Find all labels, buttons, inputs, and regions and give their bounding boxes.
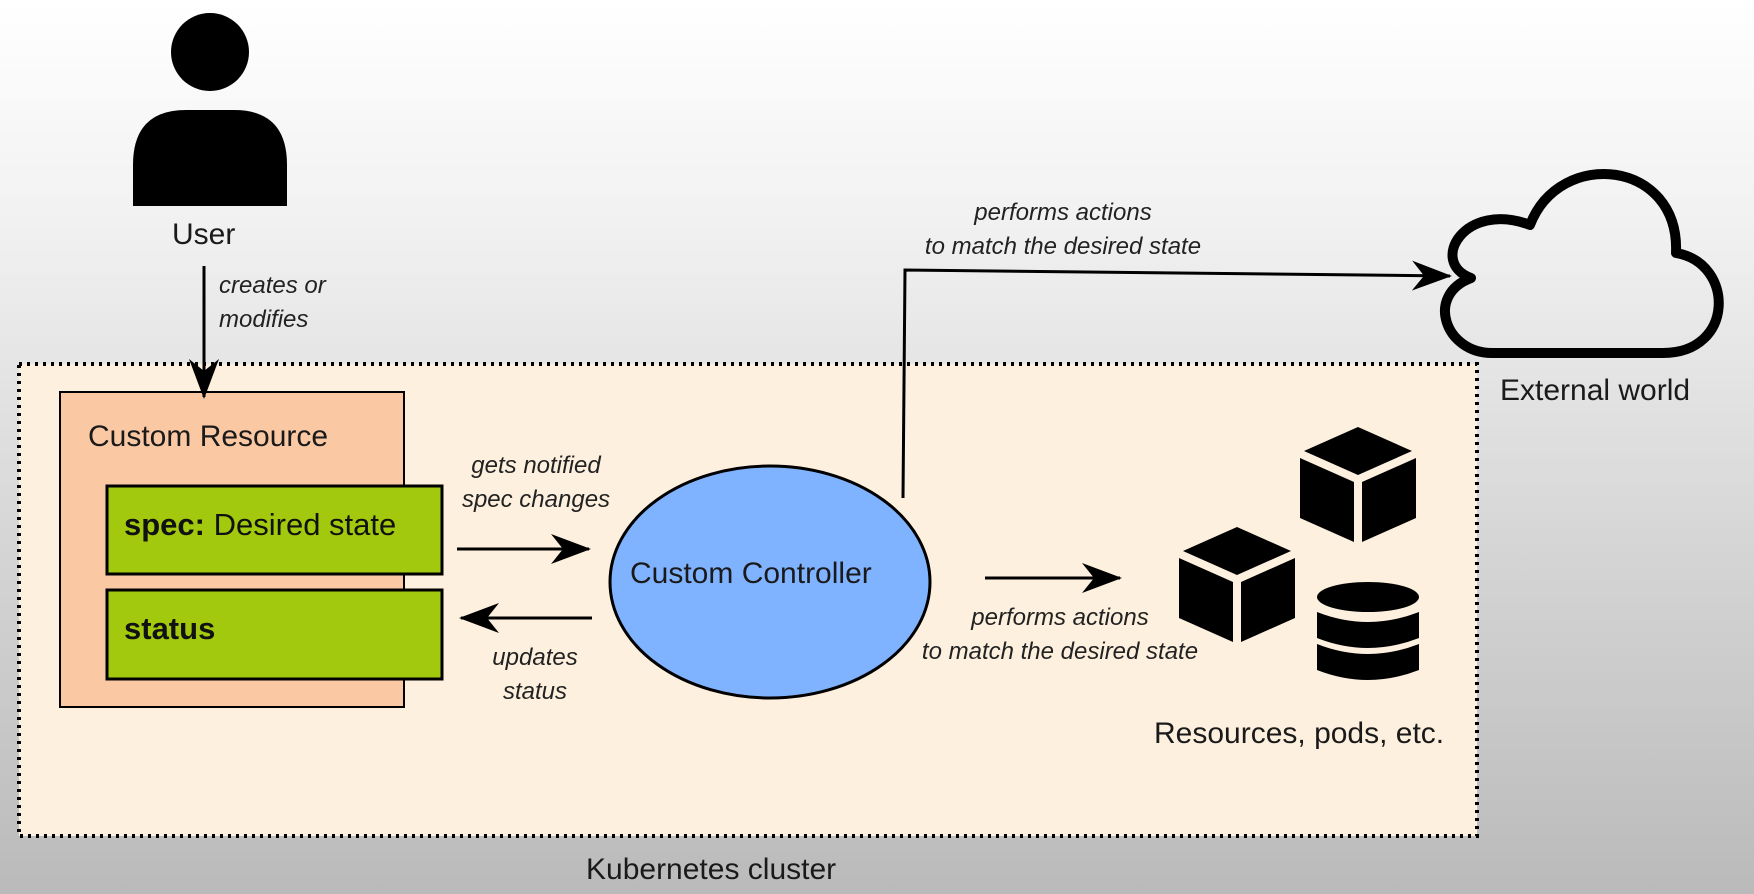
updates-line-1: updates bbox=[492, 644, 578, 671]
custom-controller-label: Custom Controller bbox=[630, 557, 872, 590]
internal-actions-line-2: to match the desired state bbox=[921, 638, 1199, 665]
resources-label: Resources, pods, etc. bbox=[1154, 717, 1445, 750]
creates-label-line-2: modifies bbox=[219, 306, 309, 333]
cube-icon bbox=[1300, 427, 1416, 542]
external-actions-line-1: performs actions bbox=[974, 199, 1152, 226]
external-actions-line-2: to match the desired state bbox=[924, 233, 1202, 260]
kubernetes-cluster-label: Kubernetes cluster bbox=[586, 853, 837, 886]
cube-icon bbox=[1179, 527, 1295, 642]
external-world-label: External world bbox=[1500, 374, 1691, 407]
internal-actions-line-1: performs actions bbox=[971, 604, 1149, 631]
updates-label: updates status bbox=[475, 641, 595, 709]
creates-label-line-1: creates or bbox=[219, 272, 326, 299]
user-icon bbox=[133, 13, 287, 206]
cloud-icon bbox=[1440, 168, 1724, 358]
external-actions-arrow bbox=[901, 260, 1452, 499]
custom-controller-ellipse bbox=[608, 464, 932, 700]
status-field-label: status bbox=[124, 611, 215, 647]
spec-value: Desired state bbox=[213, 507, 397, 542]
status-field-box bbox=[105, 588, 444, 681]
status-key: status bbox=[124, 611, 216, 646]
spec-key: spec: bbox=[124, 507, 205, 542]
spec-field-label: spec: Desired state bbox=[124, 507, 396, 543]
notified-line-2: spec changes bbox=[461, 486, 611, 513]
updates-line-2: status bbox=[502, 678, 568, 705]
database-icon bbox=[1317, 582, 1419, 680]
notified-line-1: gets notified bbox=[471, 452, 601, 479]
internal-actions-label: performs actions to match the desired st… bbox=[895, 601, 1225, 669]
spec-field-box bbox=[105, 484, 444, 576]
notified-label: gets notified spec changes bbox=[446, 449, 626, 517]
custom-resource-title: Custom Resource bbox=[88, 420, 329, 453]
creates-label: creates or modifies bbox=[219, 269, 326, 337]
user-label: User bbox=[172, 218, 236, 251]
external-actions-label: performs actions to match the desired st… bbox=[898, 196, 1228, 264]
